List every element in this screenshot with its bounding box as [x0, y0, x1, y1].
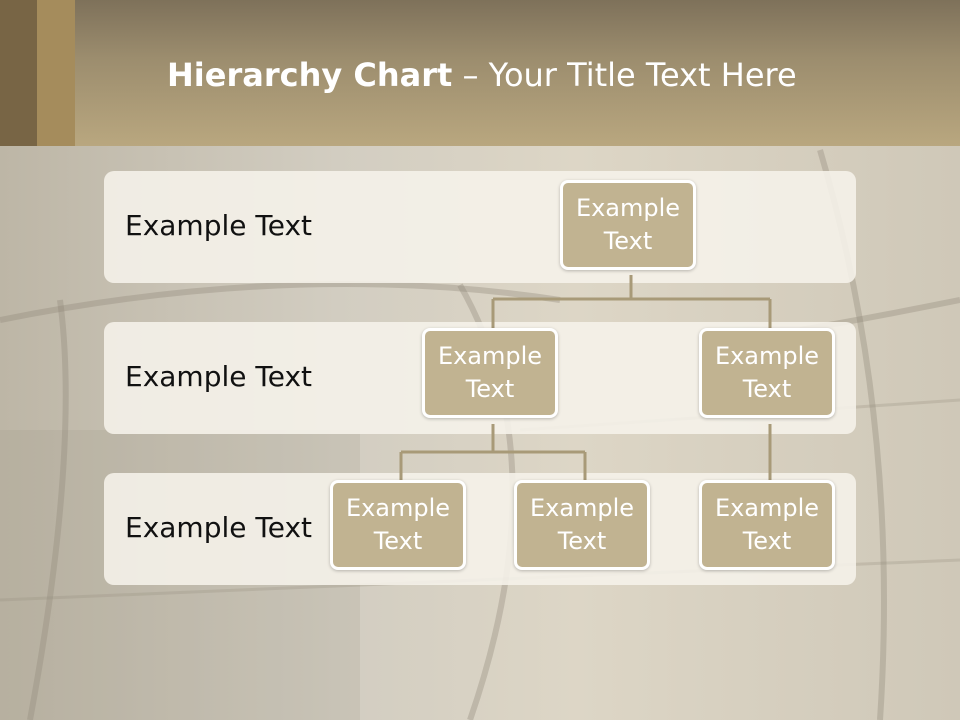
node-root[interactable]: Example Text [560, 180, 696, 270]
node-level2-left[interactable]: Example Text [422, 328, 558, 418]
level-label-3: Example Text [125, 511, 313, 544]
node-level3-b[interactable]: Example Text [514, 480, 650, 570]
node-level3-c-text: Example Text [714, 494, 820, 555]
level-label-1: Example Text [125, 209, 313, 242]
node-root-text: Example Text [575, 194, 681, 255]
header-accent-light [37, 0, 75, 146]
node-level3-c[interactable]: Example Text [699, 480, 835, 570]
title-rest: Your Title Text Here [488, 56, 797, 94]
node-level2-right[interactable]: Example Text [699, 328, 835, 418]
level-label-2: Example Text [125, 360, 313, 393]
node-level3-b-text: Example Text [529, 494, 635, 555]
node-level3-a[interactable]: Example Text [330, 480, 466, 570]
node-level3-a-text: Example Text [345, 494, 451, 555]
node-level2-right-text: Example Text [714, 342, 820, 403]
header-accent-dark [0, 0, 37, 146]
title-bar: Hierarchy Chart – Your Title Text Here [0, 0, 960, 146]
node-level2-left-text: Example Text [437, 342, 543, 403]
title-bold: Hierarchy Chart [167, 56, 453, 94]
level-band-1: Example Text [104, 171, 856, 283]
page-title: Hierarchy Chart – Your Title Text Here [167, 56, 797, 94]
title-dash: – [452, 56, 489, 94]
